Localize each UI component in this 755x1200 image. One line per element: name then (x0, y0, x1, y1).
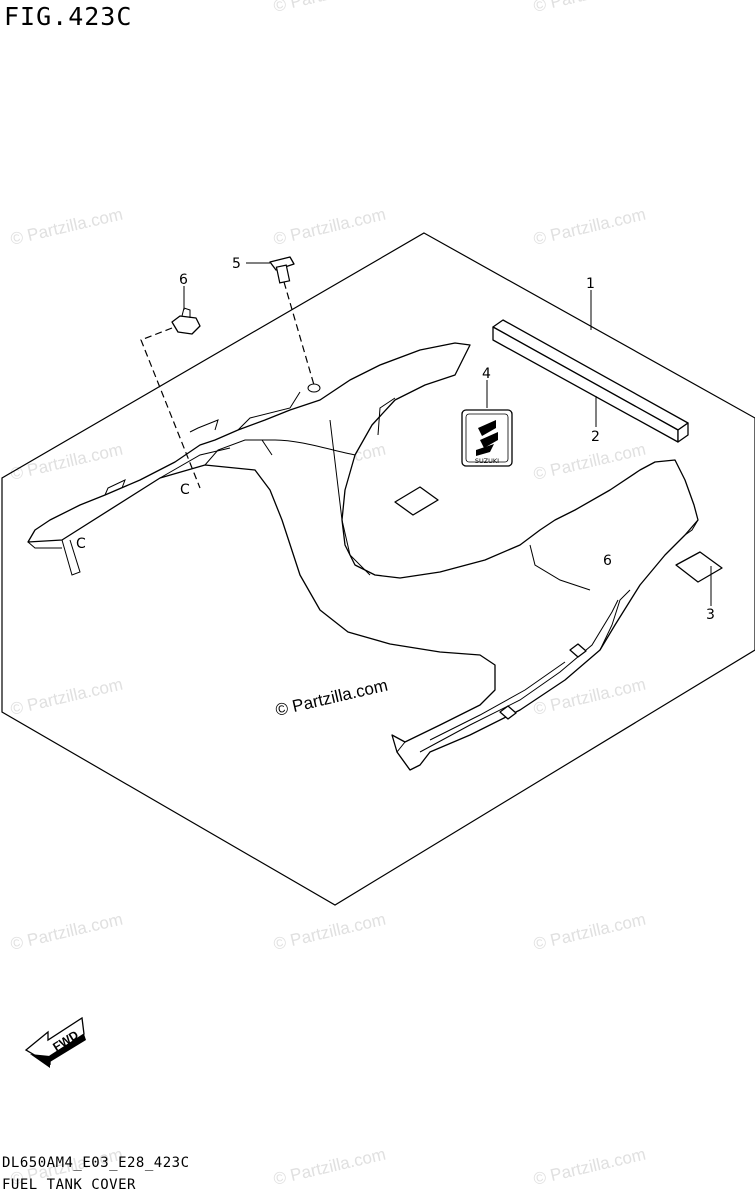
callout-4: 4 (482, 366, 491, 382)
watermark: © Partzilla.com (9, 675, 125, 719)
svg-text:6: 6 (603, 553, 612, 569)
forward-arrow-icon: FWD (24, 1016, 86, 1068)
watermark: © Partzilla.com (272, 0, 388, 16)
pad-part (675, 551, 723, 583)
assembly-line-5 (283, 281, 315, 386)
assembly-line-6 (140, 327, 201, 489)
watermark: © Partzilla.com (532, 1145, 648, 1189)
watermark: © Partzilla.com (532, 910, 648, 954)
watermark: © Partzilla.com (9, 205, 125, 249)
watermark: © Partzilla.com (9, 440, 125, 484)
emblem-brand: SUZUKI (475, 457, 499, 465)
figure-name: FUEL TANK COVER (2, 1177, 136, 1193)
watermark: © Partzilla.com (272, 205, 388, 249)
svg-text:C: C (76, 536, 86, 552)
svg-text:C: C (180, 482, 190, 498)
watermark: © Partzilla.com (532, 0, 648, 16)
screw-part (269, 256, 295, 284)
watermark: © Partzilla.com (532, 205, 648, 249)
watermark: © Partzilla.com (9, 910, 125, 954)
clip-part (171, 307, 201, 335)
watermark: © Partzilla.com (272, 1145, 388, 1189)
watermark: © Partzilla.com (272, 910, 388, 954)
callout-1: 1 (586, 276, 595, 292)
fuel-tank-cover-part: C C 6 (27, 342, 699, 771)
watermark-center: © Partzilla.com (274, 676, 390, 720)
callout-5: 5 (232, 256, 241, 272)
assembly-boundary (1, 232, 755, 906)
callout-6: 6 (179, 272, 188, 288)
figure-title: FIG.423C (4, 2, 133, 31)
suzuki-emblem-part: SUZUKI (461, 409, 513, 467)
trim-strip-part (492, 319, 689, 443)
figure-code: DL650AM4_E03_E28_423C (2, 1155, 190, 1171)
callout-2: 2 (591, 429, 600, 445)
callout-3: 3 (706, 607, 715, 623)
